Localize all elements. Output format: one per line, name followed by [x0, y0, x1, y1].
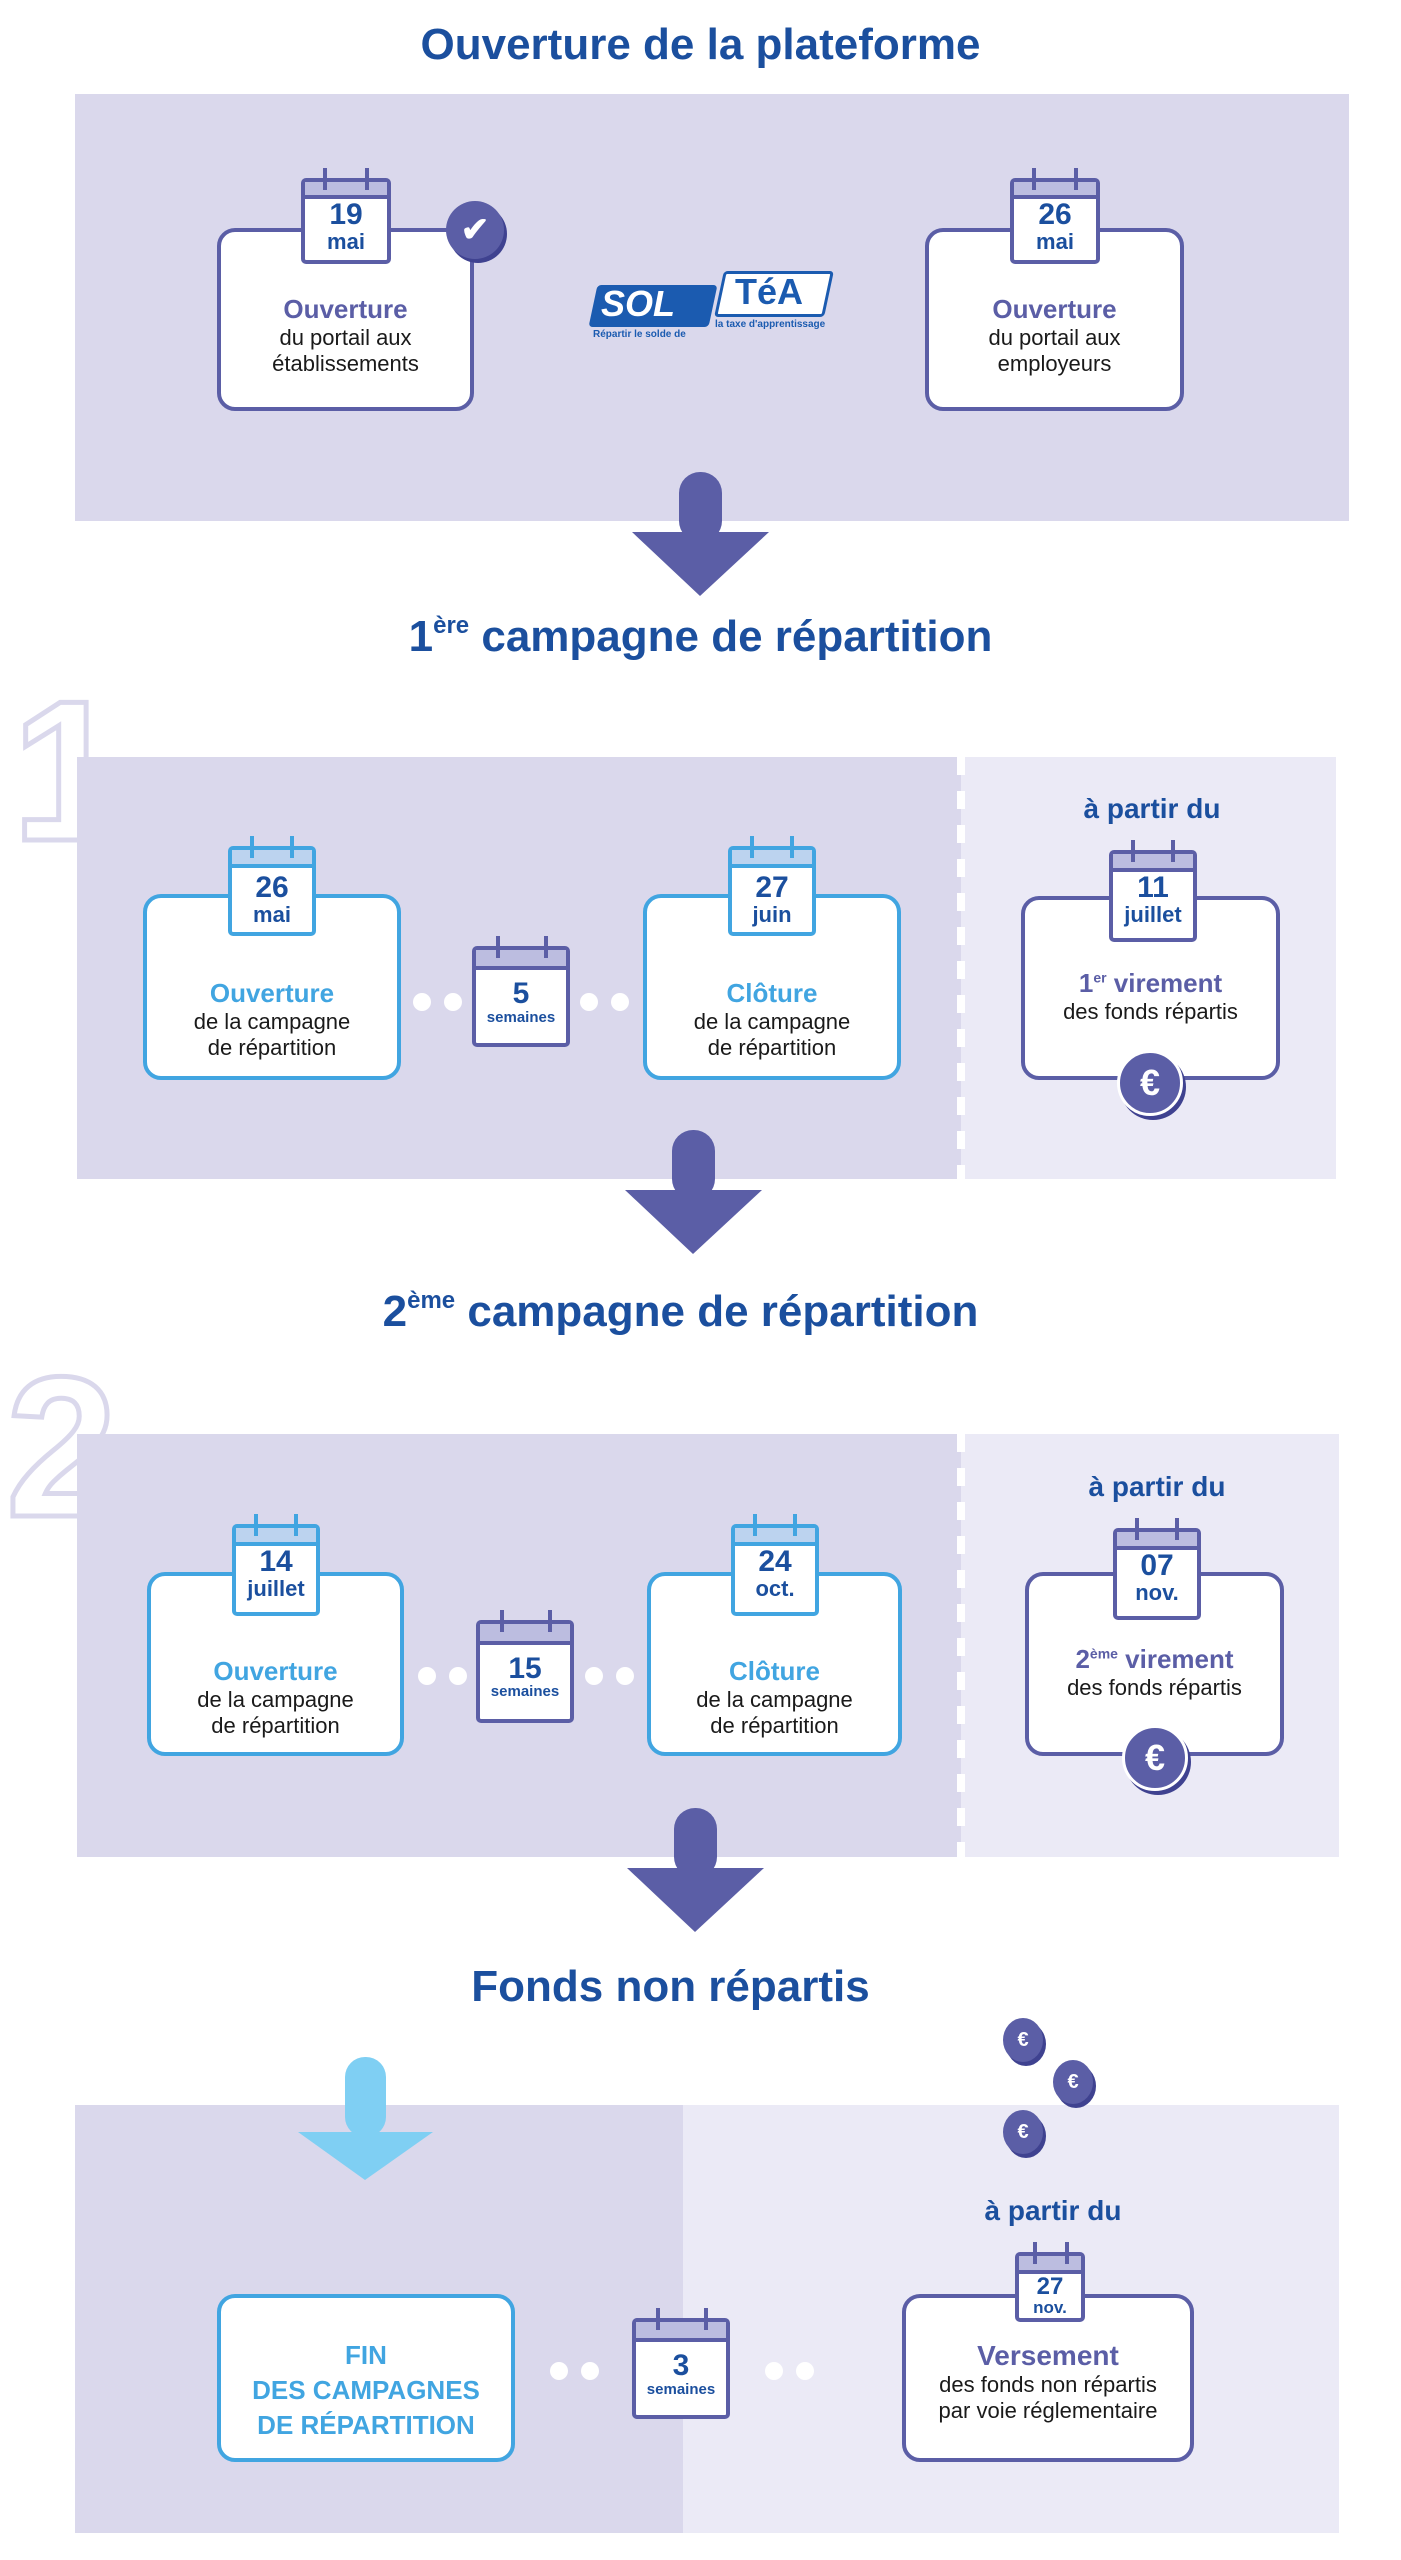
calendar-26-mai: 26 mai — [228, 836, 316, 936]
card-text: des fonds non répartis par voie réglemen… — [938, 2372, 1158, 2424]
calendar-19-mai: 19 mai — [301, 168, 391, 264]
calendar-day: 24 — [758, 1545, 792, 1579]
card-text: de la campagne de répartition — [193, 1009, 351, 1061]
calendar-day: 11 — [1137, 871, 1169, 905]
calendar-duration-5-weeks: 5 semaines — [472, 936, 570, 1047]
calendar-month: nov. — [1135, 1579, 1179, 1605]
duration-value: 3 — [672, 2349, 690, 2383]
down-arrow-icon — [632, 472, 769, 596]
duration-unit: semaines — [490, 1683, 560, 1701]
calendar-duration-15-weeks: 15 semaines — [476, 1610, 574, 1723]
calendar-07-nov: 07 nov. — [1113, 1518, 1201, 1620]
card-text: de la campagne de répartition — [197, 1687, 354, 1739]
from-label: à partir du — [1088, 1471, 1226, 1502]
end-line: DES CAMPAGNES — [252, 2375, 480, 2406]
calendar-month: nov. — [1033, 2298, 1067, 2318]
calendar-month: mai — [253, 901, 291, 927]
card-end-of-campaigns: FIN DES CAMPAGNES DE RÉPARTITION — [217, 2294, 515, 2462]
card-heading: Ouverture — [209, 978, 335, 1008]
calendar-day: 27 — [755, 871, 789, 905]
calendar-day: 14 — [259, 1545, 293, 1579]
calendar-month: juillet — [1124, 901, 1182, 927]
card-heading: Ouverture — [213, 1656, 338, 1686]
end-line: DE RÉPARTITION — [257, 2410, 475, 2441]
duration-unit: semaines — [646, 2380, 716, 2398]
section-title-campaign-2: 2ème campagne de répartition — [382, 1287, 979, 1336]
divider — [957, 1434, 965, 1857]
euro-coin-icon: € — [1003, 2018, 1043, 2062]
card-text: de la campagne de répartition — [696, 1687, 853, 1739]
check-icon: ✔ — [446, 201, 504, 259]
calendar-month: juin — [752, 901, 792, 927]
calendar-day: 07 — [1140, 1549, 1174, 1583]
calendar-month: oct. — [755, 1575, 795, 1601]
card-payment: Versement des fonds non répartis par voi… — [902, 2294, 1194, 2462]
from-label: à partir du — [1083, 793, 1221, 824]
euro-coin-icon: € — [1117, 1050, 1183, 1116]
euro-coin-icon: € — [1122, 1725, 1188, 1791]
card-text: du portail aux employeurs — [988, 325, 1121, 377]
duration-unit: semaines — [486, 1008, 556, 1026]
down-arrow-icon — [627, 1808, 764, 1932]
calendar-14-juillet: 14 juillet — [232, 1514, 320, 1616]
card-text: des fonds répartis — [1067, 1675, 1242, 1700]
card-text: du portail aux établissements — [272, 325, 419, 377]
end-line: FIN — [345, 2340, 387, 2370]
calendar-month: mai — [327, 228, 365, 254]
calendar-27-juin: 27 juin — [728, 836, 816, 936]
calendar-month: mai — [1036, 228, 1074, 254]
card-heading: Versement — [977, 2340, 1119, 2371]
duration-value: 15 — [508, 1651, 542, 1685]
card-text: de la campagne de répartition — [693, 1009, 851, 1061]
card-heading: Clôture — [726, 978, 818, 1008]
calendar-27-nov: 27 nov. — [1015, 2242, 1085, 2322]
card-campaign-1-open: Ouverture de la campagne de répartition — [143, 894, 401, 1080]
duration-value: 5 — [512, 977, 530, 1011]
card-heading: Ouverture — [992, 294, 1117, 324]
soltea-logo: SOL TéA Répartir le solde de la taxe d'a… — [587, 269, 847, 344]
down-arrow-icon — [625, 1130, 762, 1254]
down-arrow-light-icon — [298, 2057, 433, 2180]
calendar-month: juillet — [247, 1575, 305, 1601]
section-title-campaign-1: 1ère campagne de répartition — [408, 612, 993, 661]
euro-coin-icon: € — [1053, 2060, 1093, 2104]
euro-coin-icon: € — [1003, 2110, 1043, 2154]
card-heading: Ouverture — [283, 294, 408, 324]
section-title-platform: Ouverture de la plateforme — [420, 20, 981, 69]
calendar-26-mai: 26 mai — [1010, 168, 1100, 264]
calendar-24-oct: 24 oct. — [731, 1514, 819, 1616]
calendar-day: 19 — [329, 198, 363, 232]
calendar-duration-3-weeks: 3 semaines — [632, 2308, 730, 2419]
calendar-day: 26 — [255, 871, 289, 905]
card-heading: Clôture — [729, 1656, 820, 1686]
section-title-unallocated-funds: Fonds non répartis — [471, 1962, 870, 2011]
card-text: des fonds répartis — [1063, 999, 1238, 1024]
calendar-day: 26 — [1038, 198, 1072, 232]
card-campaign-1-close: Clôture de la campagne de répartition — [643, 894, 901, 1080]
calendar-day: 27 — [1036, 2273, 1064, 2300]
calendar-11-juillet: 11 juillet — [1109, 840, 1197, 942]
divider — [957, 757, 965, 1179]
from-label: à partir du — [984, 2195, 1122, 2226]
